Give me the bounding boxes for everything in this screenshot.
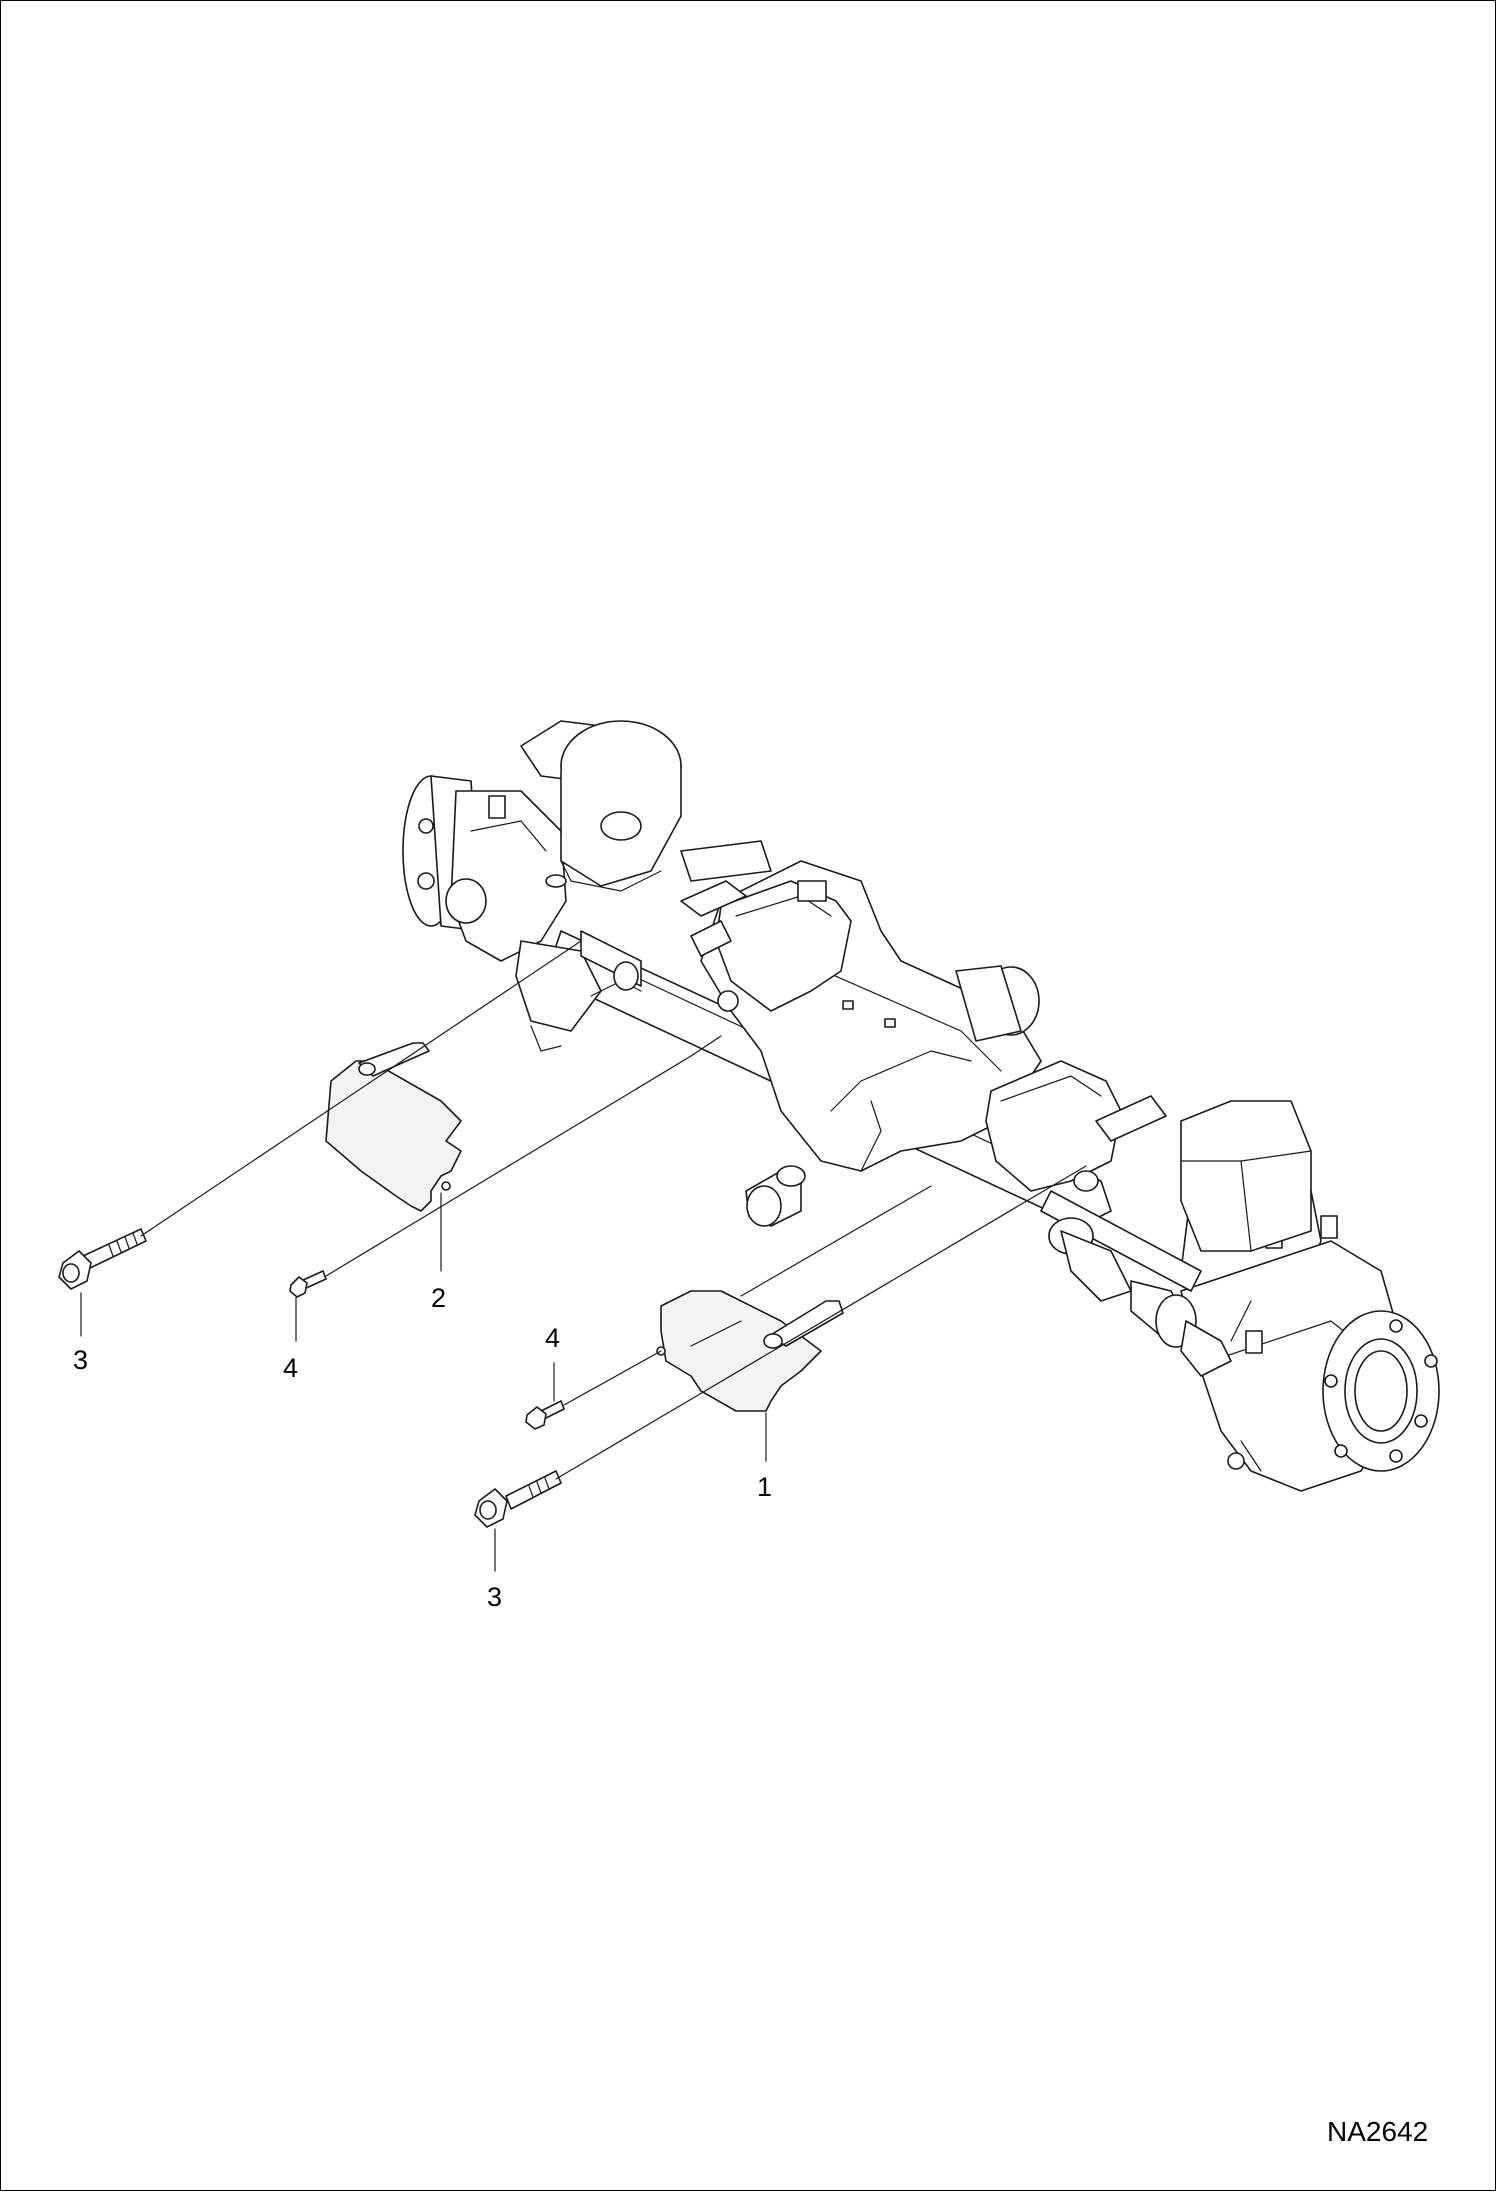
bolt-right-long (474, 1470, 562, 1528)
screw-right-short (525, 1400, 565, 1430)
figure-id: NA2642 (1327, 2116, 1428, 2147)
axle-assembly (402, 720, 1440, 1492)
right-trunnion-block (985, 1060, 1167, 1192)
callout-4-right: 4 (545, 1323, 560, 1353)
screw-left-short (289, 1270, 327, 1298)
callout-3-left: 3 (73, 1345, 88, 1375)
left-cylinder-cap (520, 720, 682, 892)
assembly-lines (140, 940, 1087, 1480)
left-trunnion-block (680, 880, 852, 1012)
bolt-left-long (58, 1228, 147, 1290)
guard-right (656, 1290, 844, 1412)
callout-4-left: 4 (283, 1353, 298, 1383)
left-hub-end (402, 775, 642, 1052)
tie-rod-right (1040, 1190, 1232, 1377)
callout-1: 1 (757, 1472, 772, 1502)
tie-rod-left (580, 840, 772, 991)
callout-2: 2 (431, 1283, 446, 1313)
right-cylinder-cap (1180, 1100, 1312, 1252)
callout-leaders (80, 1192, 767, 1572)
callout-3-right: 3 (487, 1582, 502, 1612)
callout-labels: 3 4 2 4 1 3 (73, 1283, 772, 1612)
guard-left (325, 1042, 462, 1212)
